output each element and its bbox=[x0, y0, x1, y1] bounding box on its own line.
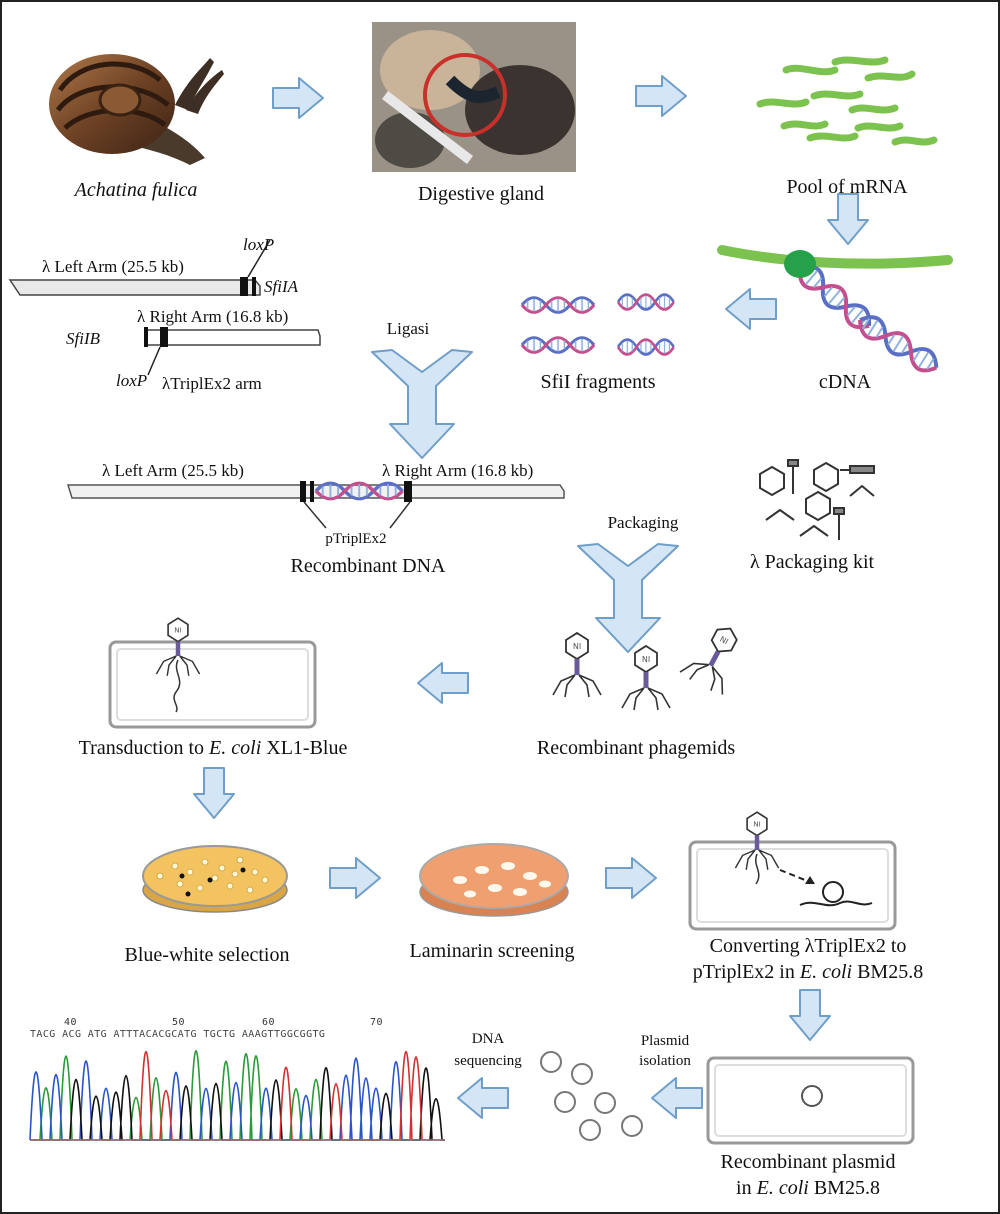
mrna-label: Pool of mRNA bbox=[786, 176, 908, 198]
sfi-fragments-label: SfiI fragments bbox=[540, 371, 656, 393]
chromatogram-trace bbox=[29, 1057, 445, 1141]
transduction-cell bbox=[108, 617, 317, 729]
recombinant-dna-bar bbox=[66, 481, 565, 529]
recombinant-left-arm-label: λ Left Arm (25.5 kb) bbox=[102, 461, 244, 480]
arrow-phagemids-to-transduction bbox=[417, 662, 469, 704]
converting-line1: Converting λTriplEx2 to bbox=[709, 935, 907, 957]
snail-image bbox=[49, 54, 224, 165]
arrow-ligation bbox=[371, 349, 473, 459]
tissue-label: Digestive gland bbox=[417, 183, 545, 205]
packaging-kit-label: λ Packaging kit bbox=[749, 551, 875, 573]
arrow-laminarin-to-converting bbox=[605, 857, 657, 899]
organism-label: Achatina fulica bbox=[74, 179, 198, 201]
arrow-plasmid-isolation bbox=[651, 1077, 703, 1119]
chromatogram-position: 70 bbox=[370, 1017, 384, 1028]
loxp-label-top: loxP bbox=[243, 235, 275, 254]
isolated-plasmids bbox=[540, 1051, 643, 1141]
plasmid-isolation-line2: isolation bbox=[639, 1053, 691, 1069]
arrow-bluewhite-to-laminarin bbox=[329, 857, 381, 899]
chromatogram-position: 60 bbox=[262, 1017, 276, 1028]
vector-arms bbox=[8, 239, 321, 376]
chromatogram bbox=[29, 1049, 445, 1141]
vector-left-arm-label: λ Left Arm (25.5 kb) bbox=[42, 257, 184, 276]
arrow-snail-to-gland bbox=[272, 77, 324, 119]
sfi-fragments-image bbox=[520, 293, 676, 356]
recombinant-plasmid-line2: in E. coli BM25.8 bbox=[736, 1178, 880, 1198]
packaging-kit-image bbox=[759, 459, 875, 540]
transduction-species: E. coli bbox=[209, 737, 262, 759]
recombinant-plasmid-cell bbox=[706, 1056, 915, 1145]
chromatogram-position: 40 bbox=[64, 1017, 78, 1028]
cdna-image bbox=[717, 245, 953, 379]
dna-sequencing-line1: DNA bbox=[471, 1031, 505, 1047]
ligation-label: Ligasi bbox=[386, 319, 430, 338]
arrow-cdna-to-fragments bbox=[725, 288, 777, 330]
dna-sequencing-line2: sequencing bbox=[454, 1053, 522, 1069]
plasmid-isolation-line1: Plasmid bbox=[640, 1033, 690, 1049]
laminarin-plate bbox=[419, 843, 569, 917]
blue-white-label: Blue-white selection bbox=[124, 944, 290, 966]
transduction-suffix: XL1-Blue bbox=[261, 737, 348, 759]
phagemids-image bbox=[552, 616, 753, 711]
arrow-gland-to-mrna bbox=[635, 75, 687, 117]
arrow-sequencing bbox=[457, 1077, 509, 1119]
sfi-b-label: SfiIB bbox=[66, 329, 100, 348]
recombinant-dna-label: Recombinant DNA bbox=[290, 555, 446, 577]
transduction-label: Transduction to E. coli XL1-Blue bbox=[79, 738, 348, 758]
converting-cell bbox=[688, 811, 897, 931]
chromatogram-position: 50 bbox=[172, 1017, 186, 1028]
packaging-label: Packaging bbox=[607, 513, 679, 532]
converting-line2-prefix: pTriplEx2 in bbox=[692, 961, 800, 983]
loxp-label-bottom: loxP bbox=[116, 371, 148, 390]
sfi-a-label: SfiIA bbox=[264, 278, 298, 295]
arrow-packaging bbox=[577, 543, 679, 653]
mrna-pool-image bbox=[756, 56, 938, 146]
recombinant-plasmid-suffix: BM25.8 bbox=[808, 1177, 880, 1199]
recombinant-right-arm-label: λ Right Arm (16.8 kb) bbox=[382, 461, 534, 480]
vector-right-arm-label: λ Right Arm (16.8 kb) bbox=[137, 307, 289, 326]
recombinant-plasmid-prefix: in bbox=[736, 1177, 757, 1199]
converting-species: E. coli bbox=[799, 961, 853, 983]
blue-white-plate bbox=[142, 845, 288, 913]
recombinant-plasmid-line1: Recombinant plasmid bbox=[720, 1151, 896, 1173]
recombinant-plasmid-species: E. coli bbox=[756, 1177, 809, 1199]
arrow-mrna-to-cdna bbox=[827, 193, 869, 245]
insert-label: pTriplEx2 bbox=[325, 531, 387, 547]
transduction-prefix: Transduction to bbox=[78, 737, 210, 759]
laminarin-label: Laminarin screening bbox=[409, 940, 575, 962]
converting-line2-suffix: BM25.8 bbox=[852, 961, 924, 983]
digestive-gland-image bbox=[372, 22, 576, 172]
arrow-converting-to-plasmid bbox=[789, 989, 831, 1041]
converting-line2: pTriplEx2 in E. coli BM25.8 bbox=[693, 962, 923, 982]
chromatogram-sequence: TACG ACG ATG ATTTACACGCATG TGCTG AAAGTTG… bbox=[30, 1029, 326, 1040]
arrow-transduction-to-plate bbox=[193, 767, 235, 819]
sfi-a-text: SfiIA bbox=[264, 277, 298, 296]
cdna-label: cDNA bbox=[818, 371, 872, 393]
vector-arm-name: λTriplEx2 arm bbox=[162, 374, 262, 393]
phagemids-label: Recombinant phagemids bbox=[536, 737, 736, 759]
